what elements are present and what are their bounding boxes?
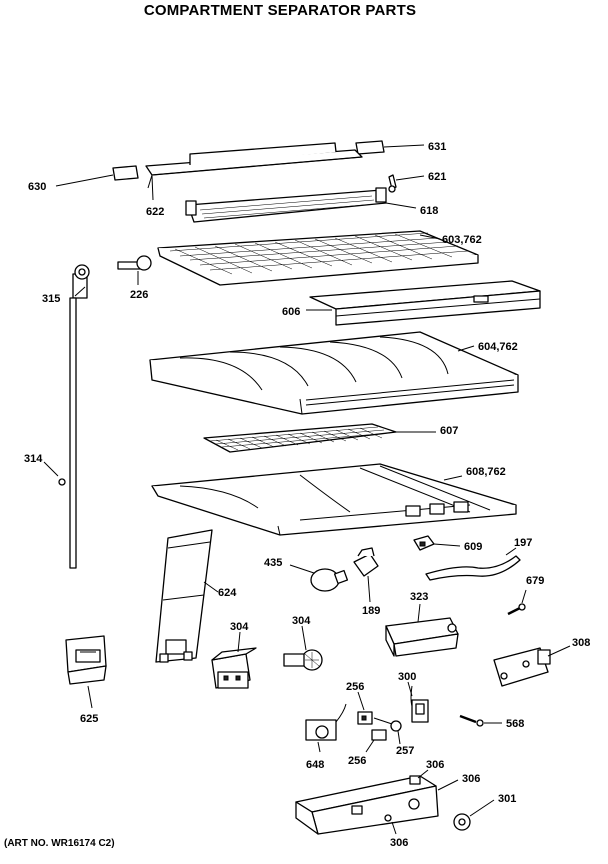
part-603 — [157, 230, 479, 286]
callout-621: 621 — [428, 171, 446, 183]
callout-315: 315 — [42, 293, 60, 305]
callout-226: 226 — [130, 289, 148, 301]
part-306 — [295, 769, 459, 835]
callout-256-lower: 256 — [348, 755, 366, 767]
part-256-upper — [357, 691, 373, 725]
callout-301: 301 — [498, 793, 516, 805]
part-256-lower — [365, 729, 387, 753]
part-630 — [55, 165, 139, 187]
callout-189: 189 — [362, 605, 380, 617]
part-679 — [507, 589, 527, 616]
part-609 — [413, 535, 461, 551]
callout-622: 622 — [146, 206, 164, 218]
part-197 — [425, 547, 521, 581]
callout-679: 679 — [526, 575, 544, 587]
part-618 — [185, 187, 417, 223]
part-631 — [355, 140, 425, 155]
callout-609: 609 — [464, 541, 482, 553]
page-title: COMPARTMENT SEPARATOR PARTS — [143, 2, 417, 19]
part-315 — [72, 264, 90, 299]
part-323 — [385, 603, 459, 657]
callout-306-bottom: 306 — [390, 837, 408, 849]
part-314 — [43, 297, 77, 569]
part-622 — [145, 142, 363, 201]
part-607 — [203, 423, 436, 453]
part-257 — [373, 717, 402, 745]
callout-625: 625 — [80, 713, 98, 725]
part-625 — [65, 635, 107, 709]
callout-618: 618 — [420, 205, 438, 217]
callout-603: 603,762 — [442, 234, 482, 246]
callout-256-upper: 256 — [346, 681, 364, 693]
part-624 — [155, 529, 219, 663]
part-606 — [306, 280, 541, 326]
callout-607: 607 — [440, 425, 458, 437]
art-number: (ART NO. WR16174 C2) — [4, 838, 115, 849]
callout-323: 323 — [410, 591, 428, 603]
part-300 — [407, 681, 429, 723]
callout-648: 648 — [306, 759, 324, 771]
callout-435: 435 — [264, 557, 282, 569]
callout-630: 630 — [28, 181, 46, 193]
callout-608: 608,762 — [466, 466, 506, 478]
callout-604: 604,762 — [478, 341, 518, 353]
callout-624: 624 — [218, 587, 237, 599]
part-608 — [151, 463, 517, 536]
part-189 — [353, 547, 379, 603]
callout-300: 300 — [398, 671, 416, 683]
part-304-left — [211, 631, 257, 689]
callout-606: 606 — [282, 306, 300, 318]
callout-308: 308 — [572, 637, 590, 649]
callout-257: 257 — [396, 745, 414, 757]
part-435 — [289, 564, 349, 592]
callout-631: 631 — [428, 141, 446, 153]
callout-306-top: 306 — [426, 759, 444, 771]
part-621 — [388, 174, 425, 193]
part-648 — [305, 703, 347, 753]
part-226 — [117, 255, 152, 285]
part-301 — [453, 799, 495, 831]
callout-304-right: 304 — [292, 615, 311, 627]
part-308 — [493, 645, 571, 687]
callout-197: 197 — [514, 537, 532, 549]
callout-306-right: 306 — [462, 773, 480, 785]
part-568 — [459, 714, 502, 727]
callout-314: 314 — [24, 453, 43, 465]
callout-304-left: 304 — [230, 621, 249, 633]
part-604 — [149, 331, 519, 415]
callout-568: 568 — [506, 718, 524, 730]
part-304-right — [283, 625, 323, 671]
